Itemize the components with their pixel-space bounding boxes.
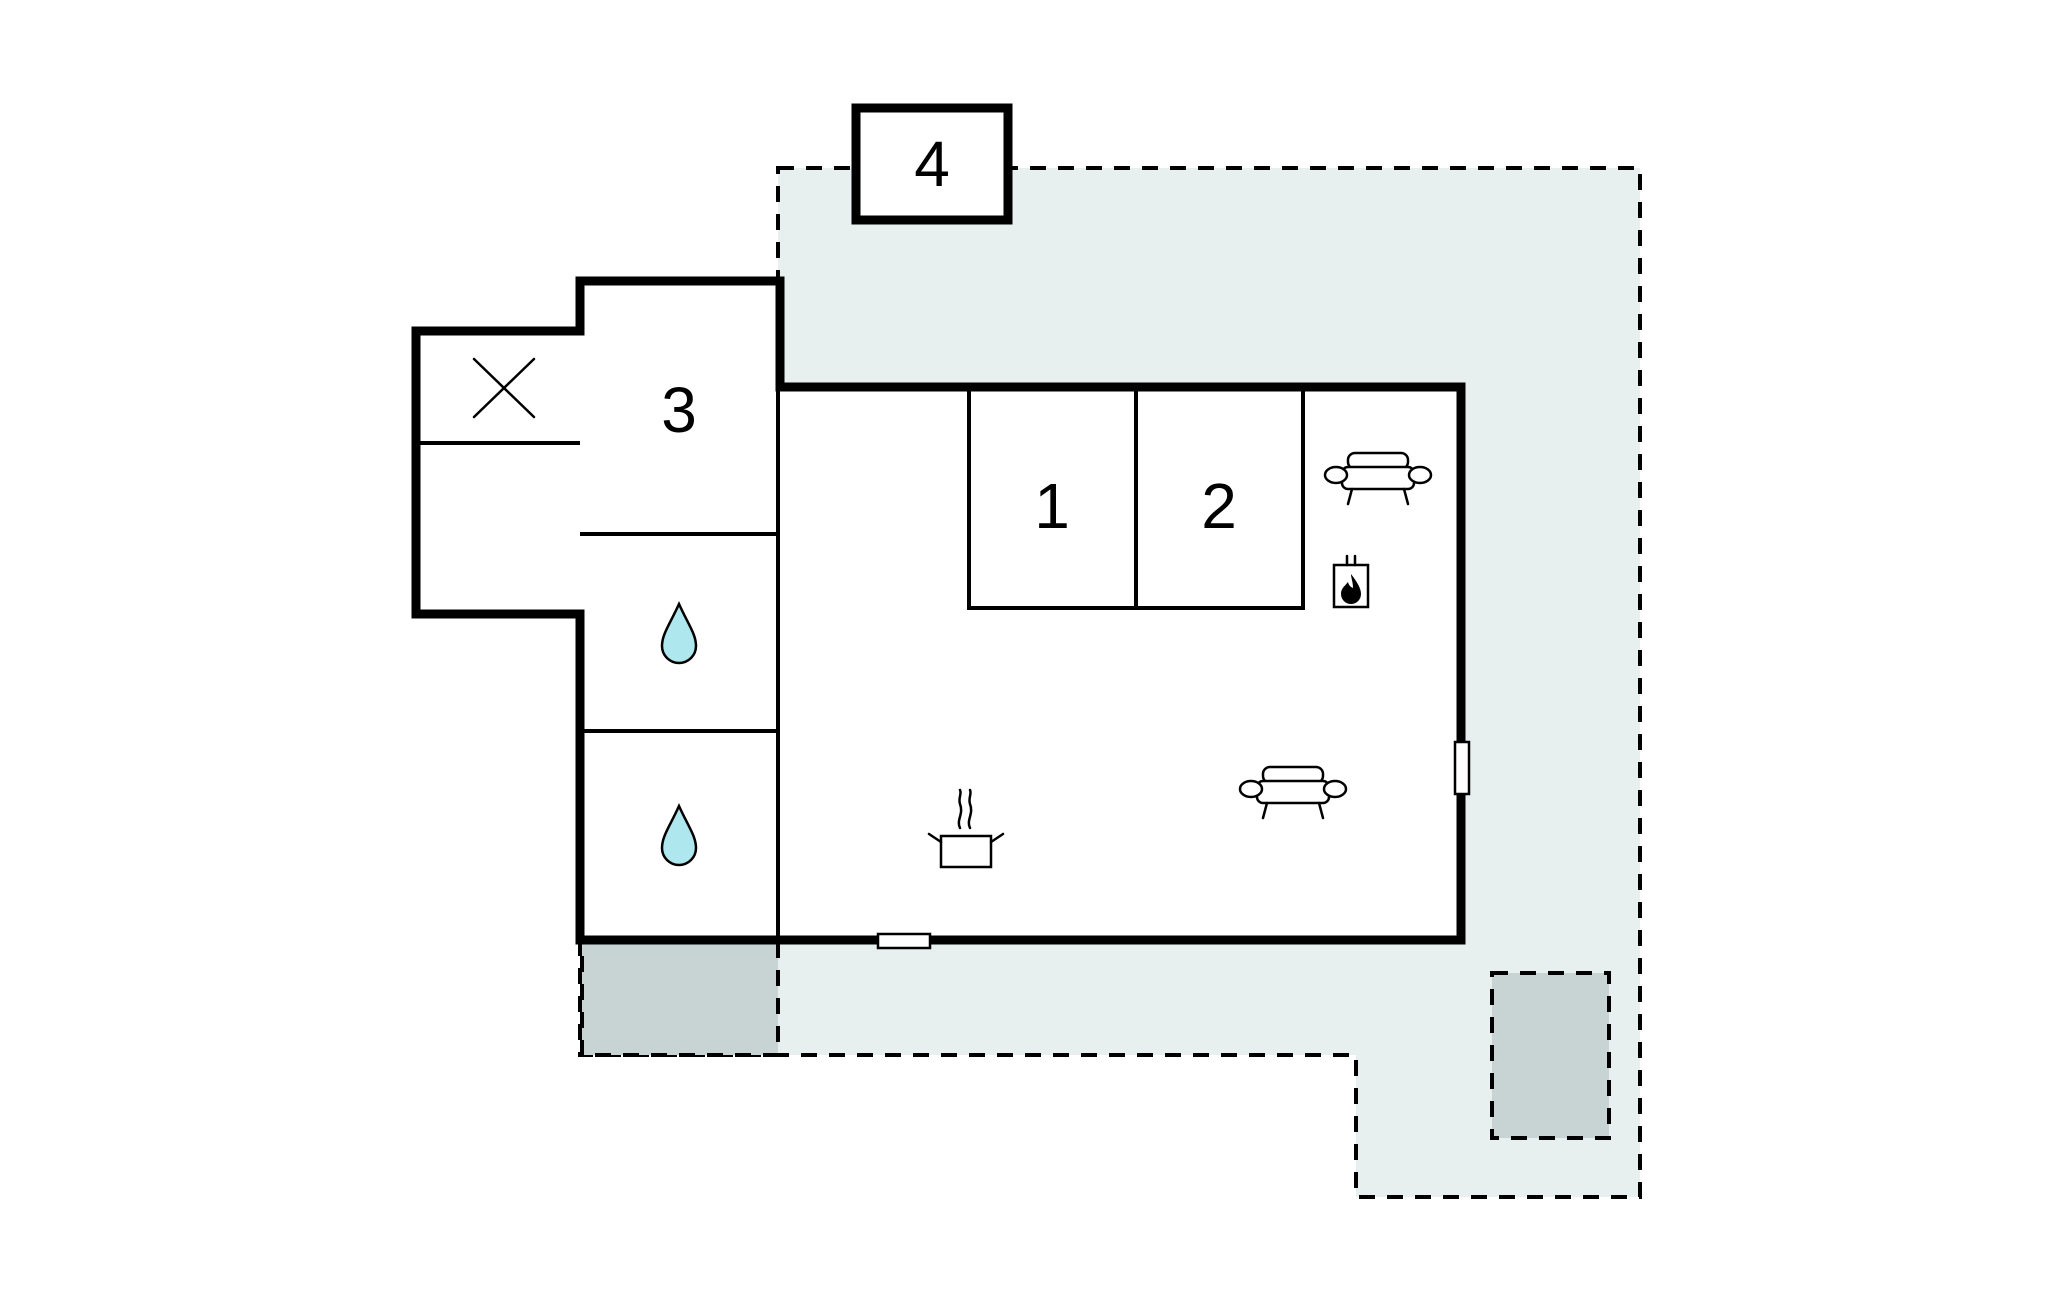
fireplace-icon [1332,554,1370,609]
room-4-label: 4 [914,128,950,200]
sofa-icon [1323,451,1433,506]
building-outline [411,276,1466,945]
water-drop-icon [660,600,698,665]
room-4 [851,103,1013,225]
sofa-icon [1238,765,1348,820]
room-4-floor [856,108,1008,220]
cooking-pot-icon [927,788,1005,869]
window-bottom [876,932,932,950]
room-1-label: 1 [1034,470,1070,542]
water-drop-icon [660,802,698,867]
window-right [1453,740,1471,796]
annex-floor [416,331,580,614]
outdoor-patch-left [580,940,780,1057]
cross-icon [472,357,536,419]
room-3-label: 3 [661,374,697,446]
room-2-label: 2 [1201,470,1237,542]
outdoor-patch-right [1490,971,1611,1140]
